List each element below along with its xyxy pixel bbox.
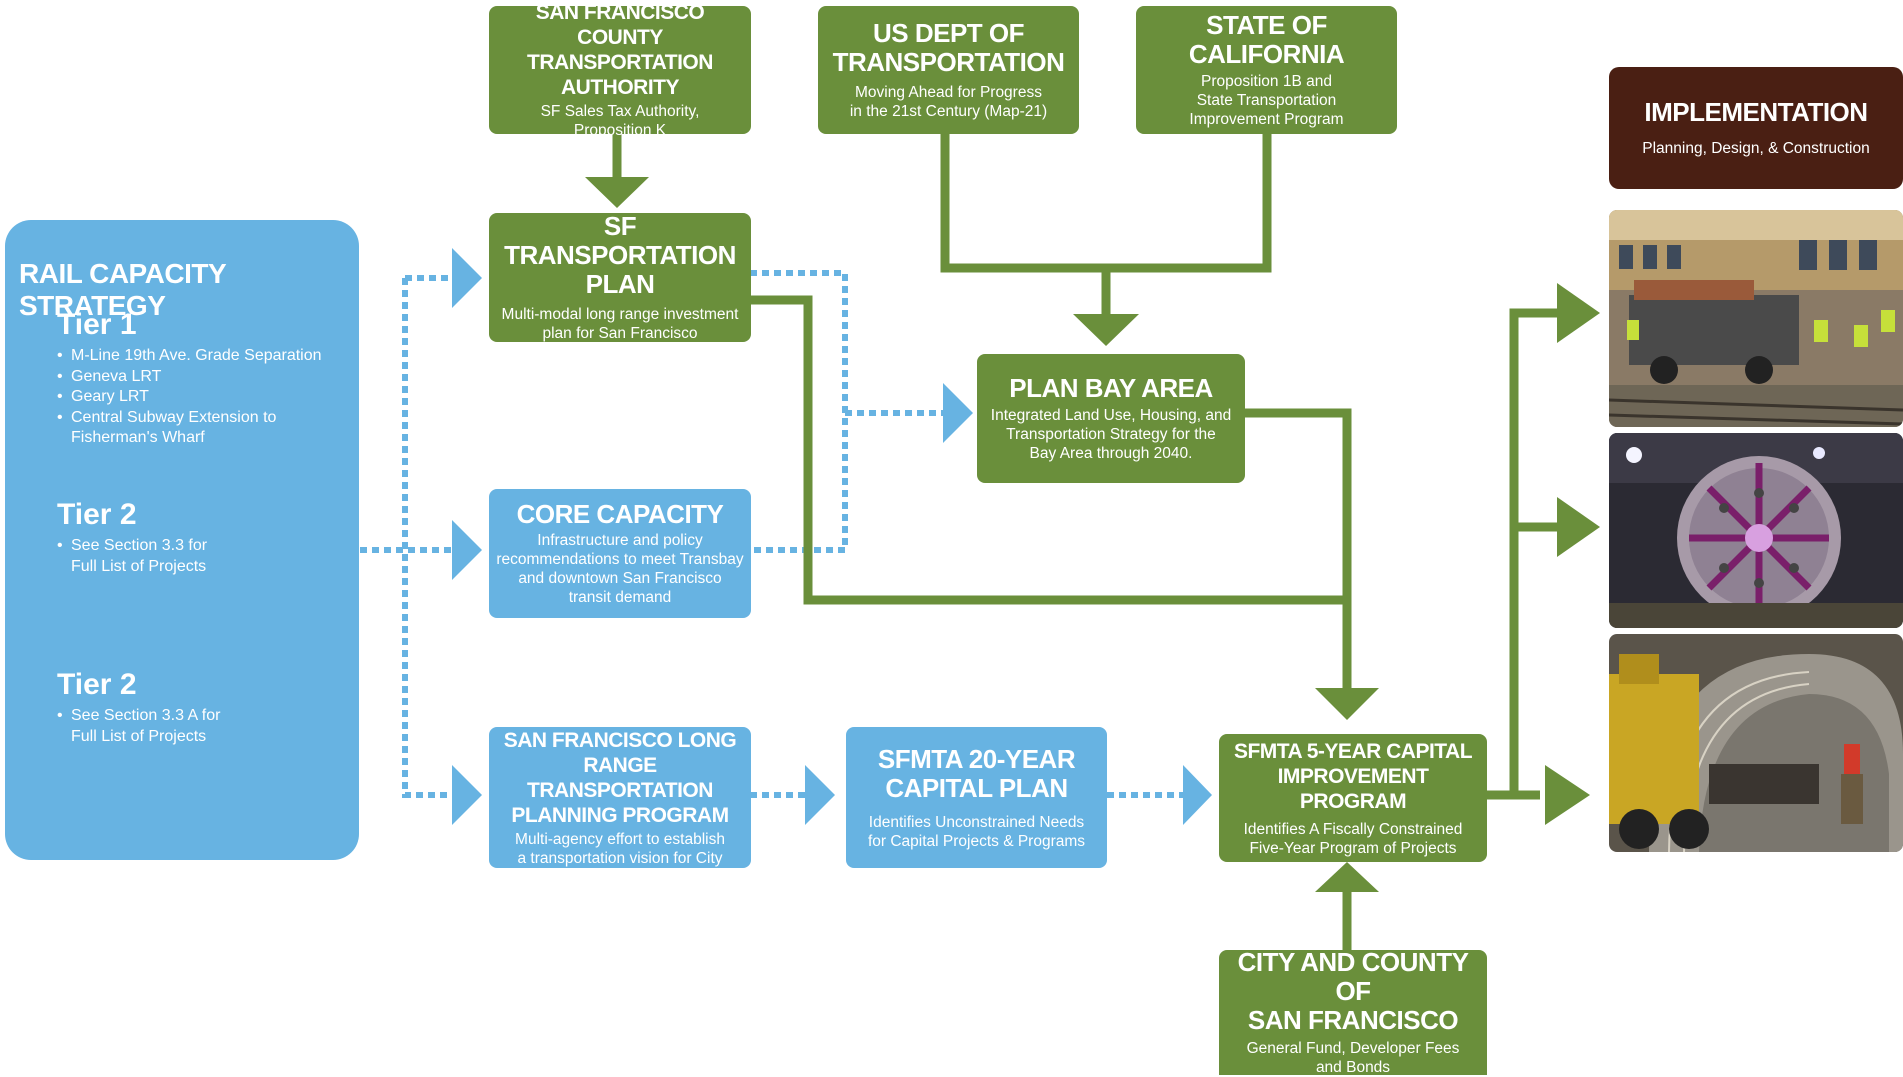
arrowhead-sf-plan-in: [585, 177, 649, 208]
arrowhead-5yr-in-top: [1315, 688, 1379, 720]
arrowhead-long-range: [452, 765, 482, 825]
arrowhead-impl-photo-1: [1557, 283, 1600, 343]
tier-1-item: M-Line 19th Ave. Grade Separation: [57, 346, 322, 367]
line-plan-bay-area-to-5yr: [1243, 408, 1352, 690]
city-and-county-box: CITY AND COUNTY OF SAN FRANCISCO General…: [1219, 947, 1487, 1076]
tier-2-block: Tier 2 See Section 3.3 for Full List of …: [57, 498, 207, 577]
tier-2a-block: Tier 2 See Section 3.3 A for Full List o…: [57, 668, 220, 747]
tier-2a-item: See Section 3.3 A for Full List of Proje…: [57, 706, 220, 747]
sfmta-20-year-capital-plan-subtitle: Identifies Unconstrained Needs for Capit…: [867, 813, 1086, 850]
sfcta-box: SAN FRANCISCO COUNTY TRANSPORTATION AUTH…: [489, 1, 751, 139]
rail-capacity-strategy-title: RAIL CAPACITY STRATEGY: [19, 258, 226, 321]
implementation-box: IMPLEMENTATION Planning, Design, & Const…: [1609, 67, 1903, 189]
tier-2a-list: See Section 3.3 A for Full List of Proje…: [57, 706, 220, 747]
line-sf-plan-to-5yr: [750, 295, 1347, 605]
sf-transportation-plan-box: SF TRANSPORTATION PLAN Multi-modal long …: [489, 211, 751, 342]
city-and-county-title: CITY AND COUNTY OF SAN FRANCISCO: [1237, 947, 1469, 1035]
implementation-subtitle: Planning, Design, & Construction: [1642, 140, 1870, 157]
tier-2-item: See Section 3.3 for Full List of Project…: [57, 536, 207, 577]
sfmta-20-year-capital-plan-title: SFMTA 20-YEAR CAPITAL PLAN: [877, 743, 1076, 803]
tier-1-title: Tier 1: [57, 308, 137, 341]
sfmta-5-year-cip-box: SFMTA 5-YEAR CAPITAL IMPROVEMENT PROGRAM…: [1219, 734, 1487, 862]
sfmta-20-year-capital-plan-box: SFMTA 20-YEAR CAPITAL PLAN Identifies Un…: [846, 727, 1107, 868]
tier-2-title: Tier 2: [57, 498, 137, 531]
state-of-california-title: STATE OF CALIFORNIA: [1188, 10, 1345, 69]
tier-1-item: Central Subway Extension to Fisherman's …: [57, 408, 322, 449]
line-impl-trunk-top: [1509, 308, 1560, 795]
usdot-subtitle: Moving Ahead for Progress in the 21st Ce…: [849, 84, 1048, 120]
tier-1-item: Geneva LRT: [57, 367, 322, 388]
state-of-california-subtitle: Proposition 1B and State Transportation …: [1189, 73, 1344, 128]
core-capacity-title: CORE CAPACITY: [516, 499, 724, 529]
solid-connectors: [612, 134, 1560, 950]
arrowhead-5yr: [1183, 765, 1212, 825]
sf-long-range-planning-title: SAN FRANCISCO LONG RANGE TRANSPORTATION …: [503, 728, 737, 827]
arrowhead-5yr-in-bottom: [1315, 862, 1379, 892]
sfmta-5-year-cip-title: SFMTA 5-YEAR CAPITAL IMPROVEMENT PROGRAM: [1233, 739, 1473, 813]
plan-bay-area-box: PLAN BAY AREA Integrated Land Use, Housi…: [977, 354, 1245, 483]
arrowhead-impl-photo-3: [1545, 765, 1590, 825]
tier-1-item: Geary LRT: [57, 387, 322, 408]
tier-1-list: M-Line 19th Ave. Grade Separation Geneva…: [57, 346, 322, 449]
sf-transportation-plan-title: SF TRANSPORTATION PLAN: [504, 211, 736, 299]
construction-crew-photo: [1609, 210, 1903, 427]
dotted-rail-trunk: [402, 278, 452, 798]
line-federal-state-join: [940, 134, 1272, 273]
core-capacity-box: CORE CAPACITY Infrastructure and policy …: [489, 489, 751, 618]
state-of-california-box: STATE OF CALIFORNIA Proposition 1B and S…: [1136, 6, 1397, 134]
tunnel-construction-photo: [1609, 634, 1903, 852]
arrowhead-impl-photo-2: [1557, 497, 1600, 557]
arrowhead-plan-bay-area: [943, 383, 973, 443]
sf-long-range-planning-subtitle: Multi-agency effort to establish a trans…: [515, 830, 725, 867]
solid-arrowheads: [585, 177, 1600, 892]
core-capacity-subtitle: Infrastructure and policy recommendation…: [496, 532, 744, 606]
tier-2-list: See Section 3.3 for Full List of Project…: [57, 536, 207, 577]
sfmta-5-year-cip-subtitle: Identifies A Fiscally Constrained Five-Y…: [1243, 820, 1463, 857]
tier-2a-title: Tier 2: [57, 668, 137, 701]
usdot-box: US DEPT OF TRANSPORTATION Moving Ahead f…: [818, 6, 1079, 134]
implementation-title: IMPLEMENTATION: [1644, 97, 1868, 127]
sfcta-subtitle: SF Sales Tax Authority, Proposition K: [540, 103, 700, 139]
plan-bay-area-subtitle: Integrated Land Use, Housing, and Transp…: [990, 407, 1232, 462]
dotted-arrowheads: [452, 248, 1212, 825]
arrowhead-plan-bay-area-in: [1073, 314, 1139, 346]
dotted-connectors: [360, 270, 1183, 798]
arrowhead-sf-plan: [452, 248, 482, 308]
plan-bay-area-title: PLAN BAY AREA: [1009, 373, 1213, 403]
tunnel-boring-machine-photo: [1609, 433, 1903, 628]
dotted-plan-core-link: [750, 270, 848, 553]
tier-1-block: Tier 1 M-Line 19th Ave. Grade Separation…: [57, 308, 322, 449]
sfcta-title: SAN FRANCISCO COUNTY TRANSPORTATION AUTH…: [527, 1, 713, 99]
arrowhead-core-capacity: [452, 520, 482, 580]
sf-long-range-planning-box: SAN FRANCISCO LONG RANGE TRANSPORTATION …: [489, 727, 751, 868]
sf-transportation-plan-subtitle: Multi-modal long range investment plan f…: [501, 306, 739, 342]
usdot-title: US DEPT OF TRANSPORTATION: [832, 18, 1065, 77]
arrowhead-20yr: [805, 765, 835, 825]
rail-capacity-strategy-panel: RAIL CAPACITY STRATEGY Tier 1 M-Line 19t…: [5, 220, 359, 860]
city-and-county-subtitle: General Fund, Developer Fees and Bonds: [1246, 1040, 1460, 1076]
